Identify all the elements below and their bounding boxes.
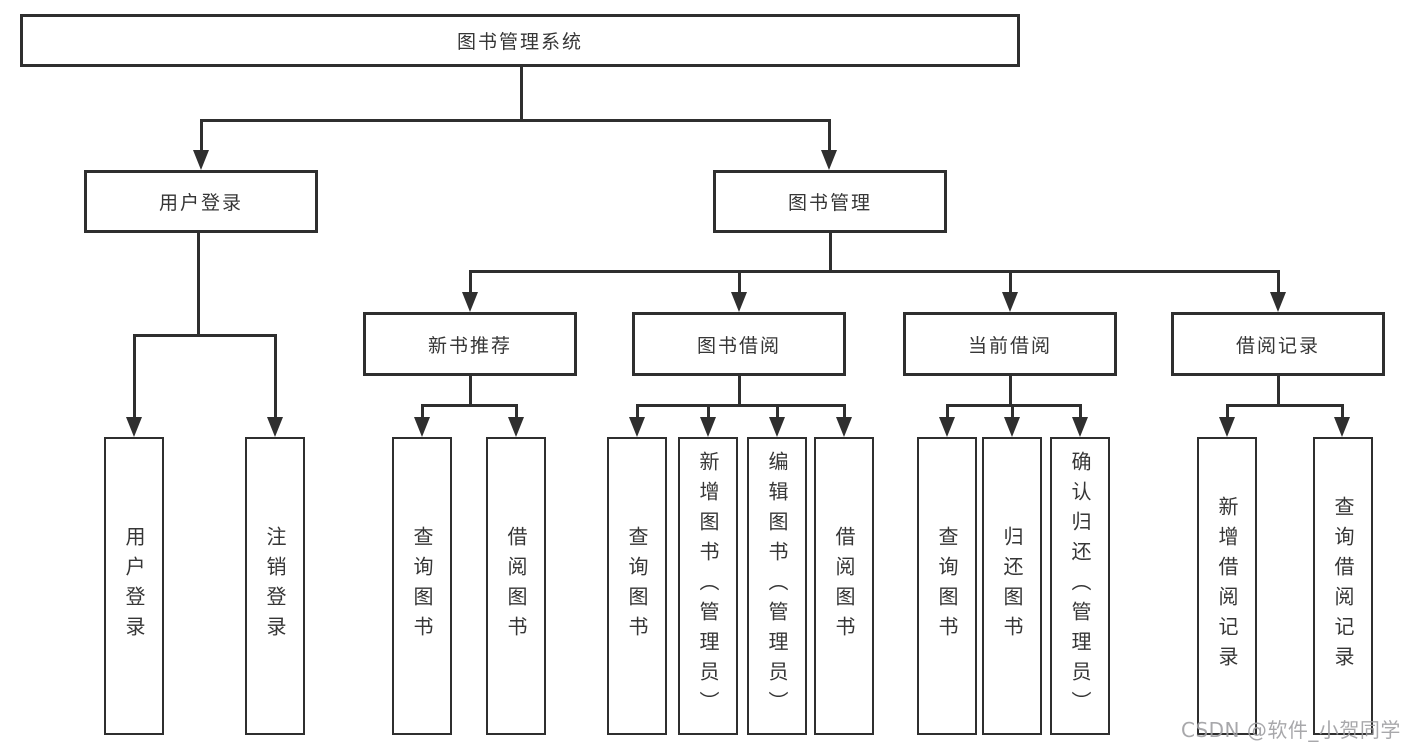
connector-line bbox=[421, 404, 424, 418]
connector-line bbox=[134, 334, 277, 337]
leaf-node-borrow-books-1: 借阅图书 bbox=[486, 437, 546, 735]
leaf-node-confirm-return-admin: 确认归还（管理员） bbox=[1050, 437, 1110, 735]
leaf-query-borrow-record-label: 查询借阅记录 bbox=[1331, 496, 1355, 676]
root-node-library-management-system: 图书管理系统 bbox=[20, 14, 1020, 67]
arrow-down-icon bbox=[1219, 417, 1235, 437]
connector-line bbox=[1226, 404, 1229, 418]
connector-line bbox=[469, 270, 472, 293]
node-current-borrowing-label: 当前借阅 bbox=[967, 334, 1052, 357]
connector-line bbox=[829, 233, 832, 273]
leaf-node-add-borrow-record: 新增借阅记录 bbox=[1197, 437, 1257, 735]
arrow-down-icon bbox=[769, 417, 785, 437]
arrow-down-icon bbox=[267, 417, 283, 437]
connector-line bbox=[1277, 270, 1280, 293]
leaf-query-books-3-label: 查询图书 bbox=[935, 526, 959, 646]
arrow-down-icon bbox=[1002, 292, 1018, 312]
leaf-borrow-books-2-label: 借阅图书 bbox=[832, 526, 856, 646]
connector-line bbox=[776, 404, 779, 418]
node-borrowing-records-label: 借阅记录 bbox=[1235, 334, 1320, 357]
arrow-down-icon bbox=[821, 150, 837, 170]
connector-line bbox=[946, 404, 1082, 407]
connector-line bbox=[1011, 404, 1014, 418]
arrow-down-icon bbox=[1270, 292, 1286, 312]
connector-line bbox=[1009, 376, 1012, 407]
arrow-down-icon bbox=[126, 417, 142, 437]
arrow-down-icon bbox=[629, 417, 645, 437]
leaf-logout-label: 注销登录 bbox=[263, 526, 287, 646]
watermark: CSDN @软件_小贺同学 bbox=[1181, 718, 1401, 742]
arrow-down-icon bbox=[731, 292, 747, 312]
connector-line bbox=[515, 404, 518, 418]
connector-line bbox=[133, 334, 136, 417]
arrow-down-icon bbox=[508, 417, 524, 437]
connector-line bbox=[200, 119, 831, 122]
node-book-borrowing: 图书借阅 bbox=[632, 312, 846, 376]
arrow-down-icon bbox=[700, 417, 716, 437]
leaf-edit-books-admin-label: 编辑图书（管理员） bbox=[765, 451, 789, 721]
node-current-borrowing: 当前借阅 bbox=[903, 312, 1117, 376]
root-node-label: 图书管理系统 bbox=[456, 31, 583, 53]
connector-line bbox=[1341, 404, 1344, 418]
leaf-node-query-borrow-record: 查询借阅记录 bbox=[1313, 437, 1373, 735]
connector-line bbox=[738, 376, 741, 407]
leaf-node-borrow-books-2: 借阅图书 bbox=[814, 437, 874, 735]
connector-line bbox=[1277, 376, 1280, 407]
arrow-down-icon bbox=[836, 417, 852, 437]
connector-line bbox=[1079, 404, 1082, 418]
arrow-down-icon bbox=[939, 417, 955, 437]
node-book-borrowing-label: 图书借阅 bbox=[696, 334, 781, 357]
leaf-node-return-books: 归还图书 bbox=[982, 437, 1042, 735]
leaf-node-add-books-admin: 新增图书（管理员） bbox=[678, 437, 738, 735]
connector-line bbox=[1009, 270, 1012, 293]
connector-line bbox=[843, 404, 846, 418]
connector-line bbox=[738, 270, 741, 293]
connector-line bbox=[274, 334, 277, 417]
connector-line bbox=[469, 376, 472, 407]
arrow-down-icon bbox=[1334, 417, 1350, 437]
node-new-book-recommendation-label: 新书推荐 bbox=[427, 334, 512, 357]
connector-line bbox=[636, 404, 639, 418]
connector-line bbox=[636, 404, 846, 407]
leaf-node-query-books-1: 查询图书 bbox=[392, 437, 452, 735]
leaf-node-query-books-3: 查询图书 bbox=[917, 437, 977, 735]
leaf-query-books-2-label: 查询图书 bbox=[625, 526, 649, 646]
connector-line bbox=[200, 119, 203, 153]
arrow-down-icon bbox=[462, 292, 478, 312]
node-book-management: 图书管理 bbox=[713, 170, 947, 233]
leaf-node-edit-books-admin: 编辑图书（管理员） bbox=[747, 437, 807, 735]
connector-line bbox=[520, 65, 523, 121]
connector-line bbox=[1226, 404, 1344, 407]
leaf-user-login-label: 用户登录 bbox=[122, 526, 146, 646]
leaf-confirm-return-admin-label: 确认归还（管理员） bbox=[1068, 451, 1092, 721]
node-borrowing-records: 借阅记录 bbox=[1171, 312, 1385, 376]
leaf-borrow-books-1-label: 借阅图书 bbox=[504, 526, 528, 646]
node-book-management-label: 图书管理 bbox=[787, 192, 872, 214]
arrow-down-icon bbox=[1004, 417, 1020, 437]
connector-line bbox=[828, 119, 831, 153]
node-new-book-recommendation: 新书推荐 bbox=[363, 312, 577, 376]
arrow-down-icon bbox=[414, 417, 430, 437]
arrow-down-icon bbox=[193, 150, 209, 170]
leaf-node-logout: 注销登录 bbox=[245, 437, 305, 735]
node-user-login-label: 用户登录 bbox=[158, 192, 243, 214]
connector-line bbox=[707, 404, 710, 418]
leaf-add-borrow-record-label: 新增借阅记录 bbox=[1215, 496, 1239, 676]
connector-line bbox=[421, 404, 518, 407]
leaf-return-books-label: 归还图书 bbox=[1000, 526, 1024, 646]
connector-line bbox=[469, 270, 1279, 273]
node-user-login: 用户登录 bbox=[84, 170, 318, 233]
arrow-down-icon bbox=[1072, 417, 1088, 437]
leaf-add-books-admin-label: 新增图书（管理员） bbox=[696, 451, 720, 721]
leaf-node-query-books-2: 查询图书 bbox=[607, 437, 667, 735]
leaf-query-books-1-label: 查询图书 bbox=[410, 526, 434, 646]
connector-line bbox=[197, 233, 200, 337]
connector-line bbox=[946, 404, 949, 418]
leaf-node-user-login: 用户登录 bbox=[104, 437, 164, 735]
